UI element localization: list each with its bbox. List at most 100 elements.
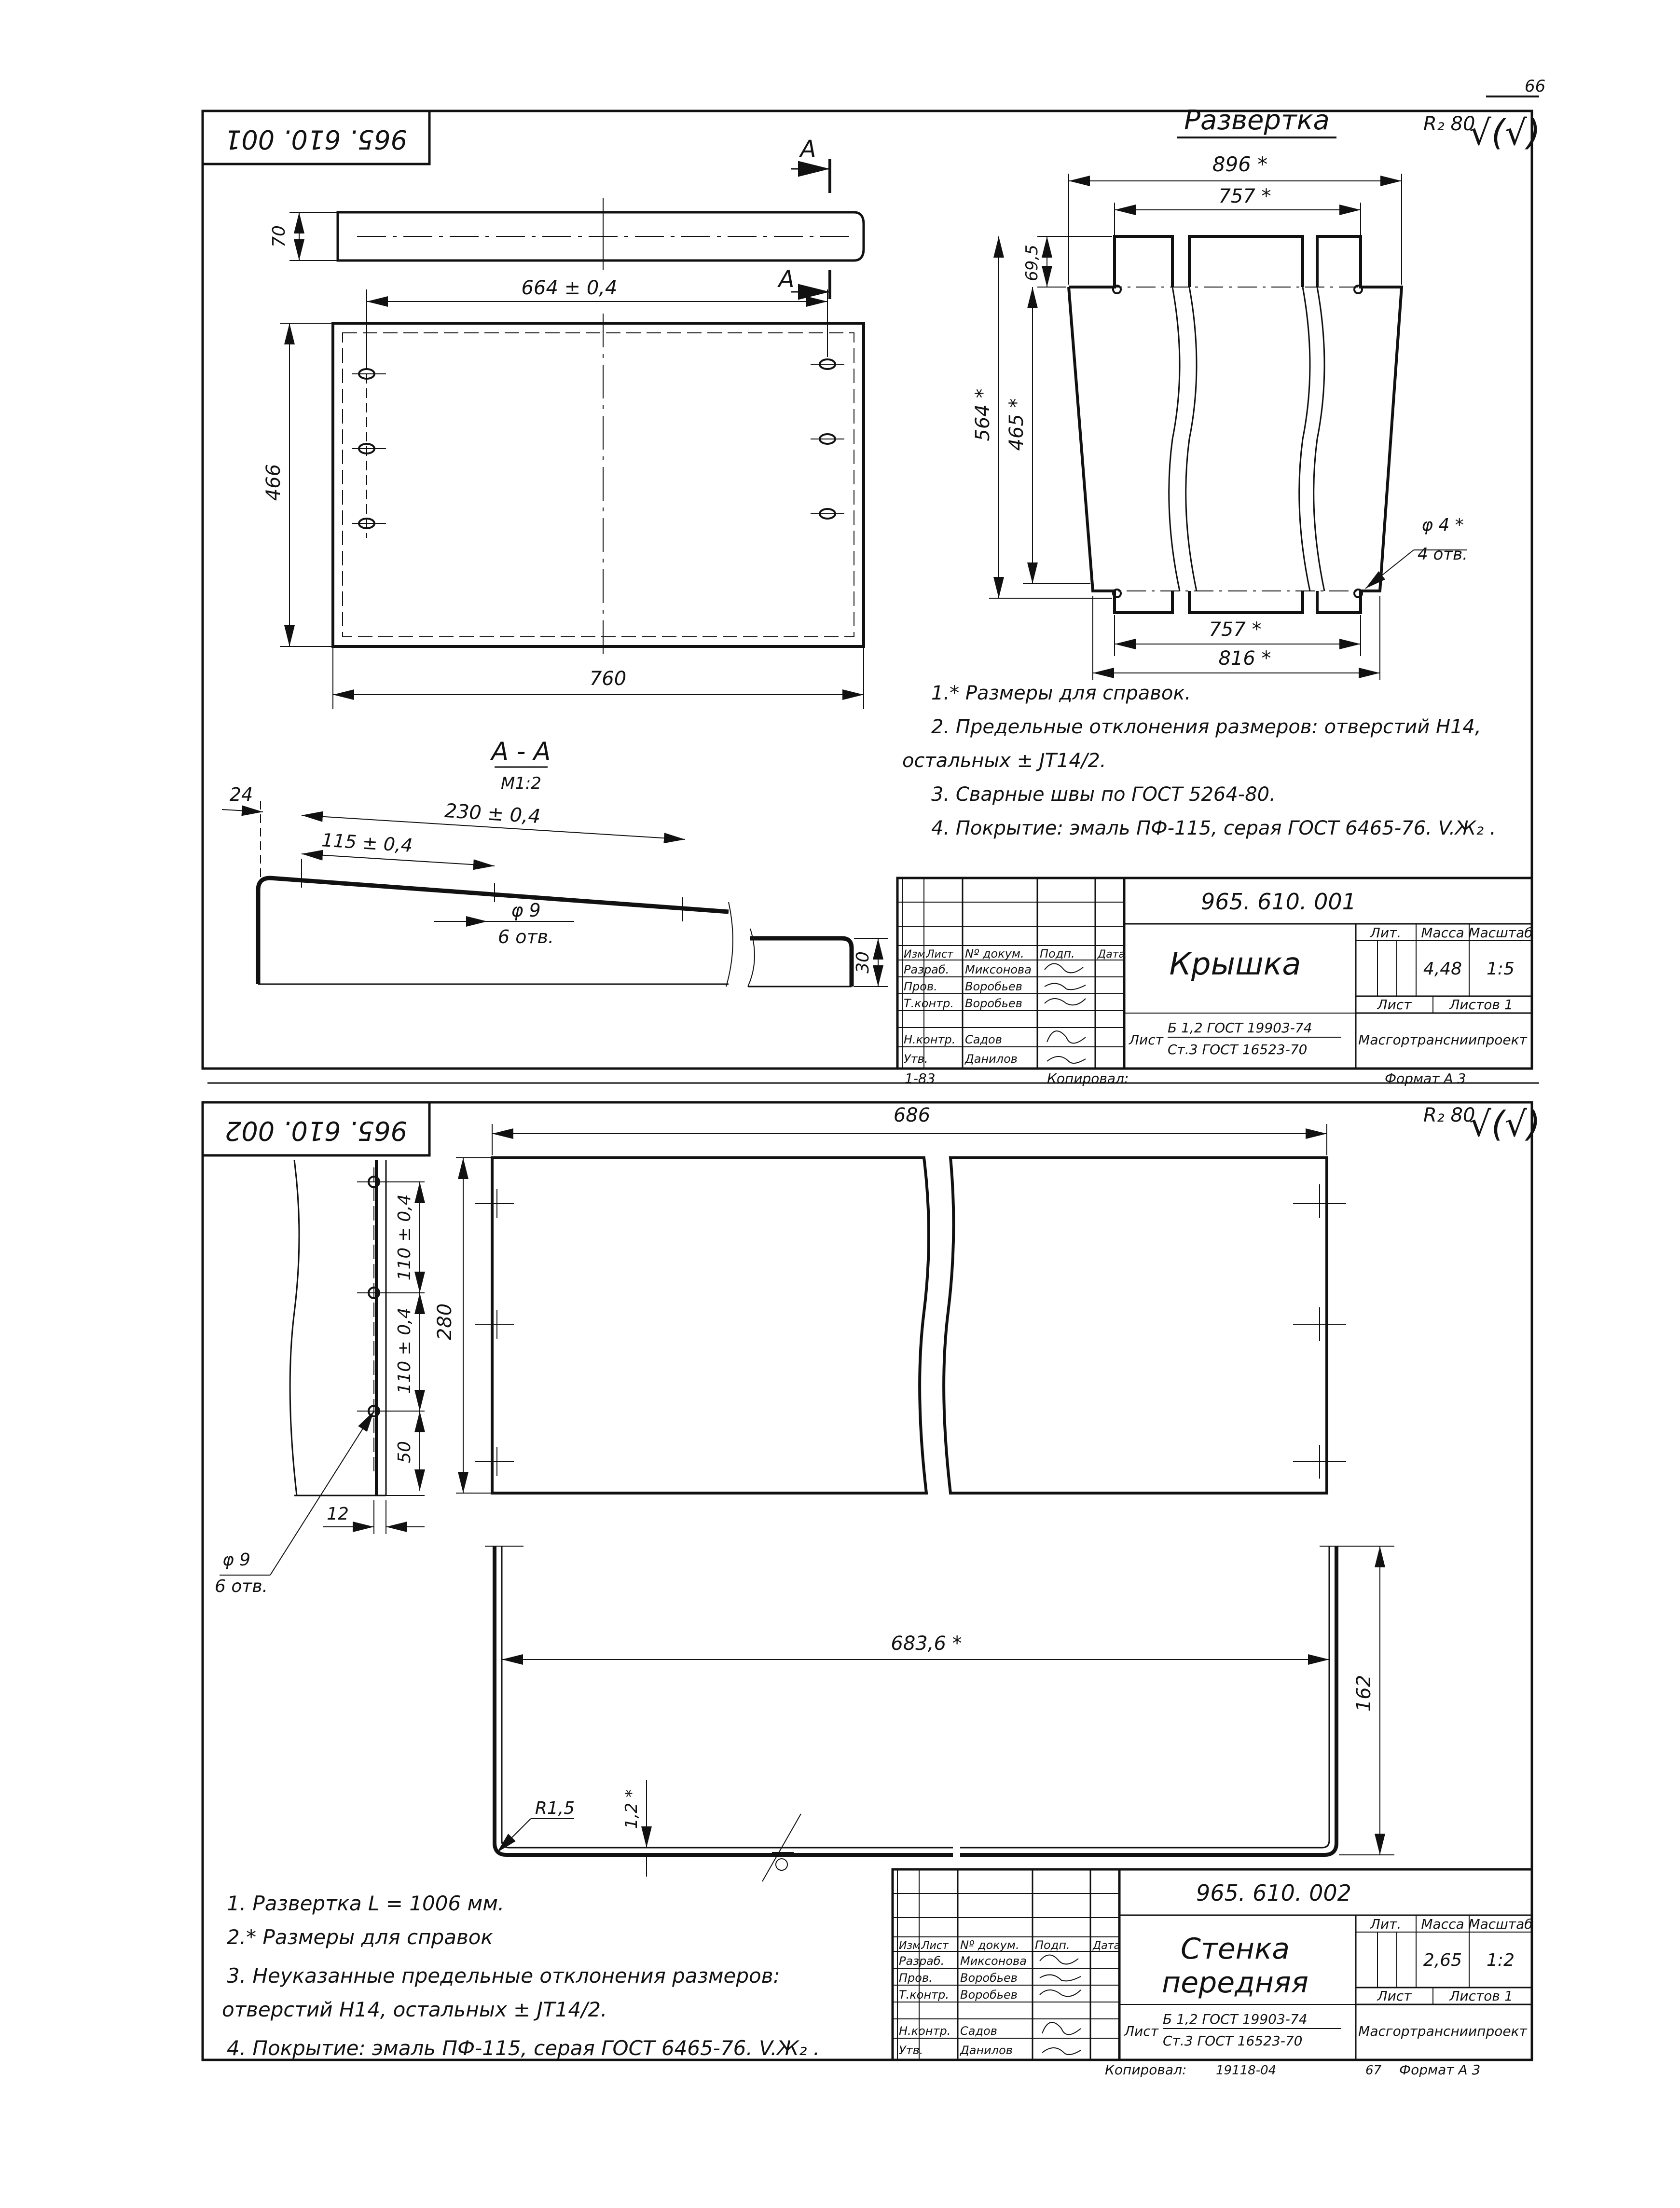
name-utv: Данилов	[964, 1052, 1018, 1066]
part-name-2: Стенка	[1181, 1932, 1290, 1966]
roughness-check-icon: √(√)	[1469, 112, 1541, 153]
name-tkontr: Воробьев	[965, 997, 1022, 1010]
note-3: 3. Сварные швы по ГОСТ 5264-80.	[931, 783, 1276, 806]
footer-left-code: 1-83	[905, 1070, 936, 1086]
name-prov: Воробьев	[965, 980, 1022, 993]
dim-110-a: 110 ± 0,4	[395, 1194, 414, 1280]
note-1: 1.* Размеры для справок.	[931, 682, 1191, 704]
code-stamp-text-2: 965. 610. 002	[225, 1115, 407, 1146]
note2-3: 3. Неуказанные предельные отклонения раз…	[227, 1964, 780, 1988]
dim-50: 50	[395, 1441, 414, 1463]
material-1-2: Б 1,2 ГОСТ 19903-74	[1163, 2011, 1308, 2027]
section-mark-a-bottom: A	[777, 266, 795, 293]
plan-holes-left	[352, 359, 386, 538]
col-date-2: Дата	[1092, 1940, 1120, 1952]
plan-view: 664 ± 0,4 A 466 760	[262, 266, 865, 709]
dim-280: 280	[434, 1303, 456, 1340]
hdr-lit: Лит.	[1370, 925, 1401, 941]
side-view: 70 A	[269, 136, 865, 270]
plan-holes-right	[811, 358, 844, 520]
signature-3	[1044, 998, 1086, 1006]
sheet-1-code-stamp: 965. 610. 001	[201, 110, 431, 165]
sheet-1-frame	[201, 110, 1533, 1070]
hole-diameter-9-b: φ 9	[222, 1550, 250, 1570]
scale-value-2: 1:2	[1487, 1950, 1515, 1970]
note-4: 4. Покрытие: эмаль ПФ-115, серая ГОСТ 64…	[931, 817, 1496, 839]
dim-664: 664 ± 0,4	[522, 277, 618, 299]
hole-diameter-9: φ 9	[511, 900, 540, 921]
dim-816: 816 *	[1218, 647, 1271, 670]
dim-683-6: 683,6 *	[891, 1632, 962, 1655]
signature-5	[1047, 1056, 1086, 1064]
hole-count-4: 4 отв.	[1418, 545, 1468, 564]
footer-page: 67	[1365, 2063, 1382, 2078]
dim-230: 230 ± 0,4	[444, 800, 541, 828]
note2-3-cont: отверстий H14, остальных ± JT14/2.	[222, 1998, 607, 2021]
signature-2-3	[1039, 1989, 1081, 1997]
name-razrab: Миксонова	[965, 963, 1032, 976]
part-name-2-line2: передняя	[1162, 1966, 1308, 2000]
dim-30: 30	[853, 951, 873, 974]
role-razrab-2: Разраб.	[899, 1954, 944, 1968]
hdr-mass: Масса	[1421, 925, 1464, 941]
col-list: Лист	[926, 948, 954, 960]
doc-code-2: 965. 610. 002	[1196, 1880, 1351, 1906]
role-nkontr: Н.контр.	[904, 1033, 955, 1046]
name-nkontr: Садов	[965, 1033, 1002, 1046]
dim-896: 896 *	[1212, 152, 1268, 176]
role-tkontr: Т.контр.	[904, 997, 954, 1010]
col-izm: Изм.	[904, 948, 929, 960]
flat-pattern-title: Развертка	[1184, 105, 1330, 136]
sheet-2-title-block: Изм. Лист Nº докум. Подп. Дата Разраб. М…	[891, 1868, 1533, 2061]
signature-2-4	[1042, 2022, 1081, 2035]
role-prov: Пров.	[904, 980, 937, 993]
signature-2-5	[1042, 2047, 1081, 2055]
footer-copied: Копировал:	[1047, 1070, 1129, 1086]
material-1: Б 1,2 ГОСТ 19903-74	[1168, 1020, 1312, 1036]
sheet-2-code-stamp: 965. 610. 002	[201, 1101, 431, 1157]
hdr-mass-2: Масса	[1421, 1916, 1464, 1932]
dim-162: 162	[1353, 1675, 1375, 1712]
sheet-2-frame	[201, 1101, 1533, 2061]
section-scale: M1:2	[501, 774, 541, 793]
note2-4: 4. Покрытие: эмаль ПФ-115, серая ГОСТ 64…	[227, 2036, 820, 2060]
name-utv-2: Данилов	[960, 2043, 1013, 2057]
name-prov-2: Воробьев	[960, 1971, 1018, 1985]
part-name: Крышка	[1169, 946, 1301, 982]
dim-564: 564 *	[972, 388, 994, 441]
footer-format: Формат А 3	[1385, 1070, 1466, 1086]
note2-2: 2.* Размеры для справок	[227, 1925, 493, 1949]
dim-757-top: 757 *	[1218, 185, 1271, 207]
dim-12: 12	[327, 1504, 349, 1524]
dim-466: 466	[262, 464, 285, 501]
sheet-1-notes: 1.* Размеры для справок. 2. Предельные о…	[902, 682, 1496, 839]
note2-1: 1. Развертка L = 1006 мм.	[227, 1892, 504, 1915]
dim-24: 24	[230, 784, 253, 805]
dim-110-b: 110 ± 0,4	[395, 1307, 414, 1394]
dim-760: 760	[590, 668, 626, 690]
role-utv-2: Утв.	[899, 2043, 923, 2057]
dim-70: 70	[269, 225, 289, 247]
hdr-scale-2: Масштаб	[1468, 1916, 1532, 1932]
sheet-1-title-block: Изм. Лист Nº докум. Подп. Дата Разраб. М…	[896, 877, 1533, 1070]
material-label: Лист	[1129, 1032, 1164, 1048]
signature-2-2	[1039, 1974, 1081, 1982]
role-tkontr-2: Т.контр.	[899, 1988, 949, 2002]
footer-format-2: Формат А 3	[1399, 2062, 1480, 2078]
col-sign: Подп.	[1040, 947, 1075, 960]
u-profile: 683,6 * 162 R1,5 1,2 *	[485, 1546, 1394, 1882]
weld-mark-icon	[775, 1858, 788, 1871]
sheet-1: 965. 610. 001 R₂ 80 √(√) 70 A	[201, 105, 1541, 1086]
dim-thickness: 1,2 *	[622, 1789, 641, 1829]
page-number: 66	[1525, 77, 1545, 96]
name-razrab-2: Миксонова	[960, 1954, 1027, 1968]
front-plate: 686 280	[434, 1104, 1346, 1495]
signature-2-1	[1039, 1954, 1079, 1965]
dim-115: 115 ± 0,4	[321, 829, 413, 856]
note-2: 2. Предельные отклонения размеров: отвер…	[931, 716, 1481, 738]
doc-code: 965. 610. 001	[1201, 889, 1356, 915]
footer-num: 19118-04	[1216, 2063, 1276, 2078]
sheet-2-notes: 1. Развертка L = 1006 мм. 2.* Размеры дл…	[222, 1892, 820, 2060]
organization: Масгортрансниипроект	[1358, 1032, 1527, 1048]
